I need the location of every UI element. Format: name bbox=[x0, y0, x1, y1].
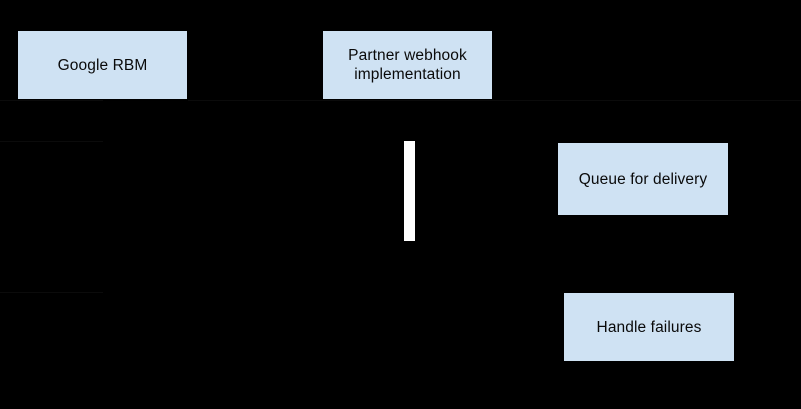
node-google-rbm-label: Google RBM bbox=[57, 56, 148, 74]
node-partner-webhook-implementation-label: Partner webhook implementation bbox=[348, 47, 467, 83]
node-handle-failures-label: Handle failures bbox=[596, 318, 702, 336]
node-google-rbm[interactable]: Google RBM bbox=[18, 31, 187, 99]
node-queue-for-delivery[interactable]: Queue for delivery bbox=[558, 143, 728, 215]
node-partner-webhook-implementation[interactable]: Partner webhook implementation bbox=[323, 31, 492, 99]
faint-rule-bottom-left bbox=[0, 292, 103, 293]
faint-rule-top-right bbox=[188, 100, 801, 101]
vertical-connector-bar bbox=[404, 141, 415, 241]
faint-rule-mid-left bbox=[0, 141, 103, 142]
node-queue-for-delivery-label: Queue for delivery bbox=[578, 170, 708, 188]
faint-rule-top-left bbox=[0, 100, 103, 101]
node-handle-failures[interactable]: Handle failures bbox=[564, 293, 734, 361]
